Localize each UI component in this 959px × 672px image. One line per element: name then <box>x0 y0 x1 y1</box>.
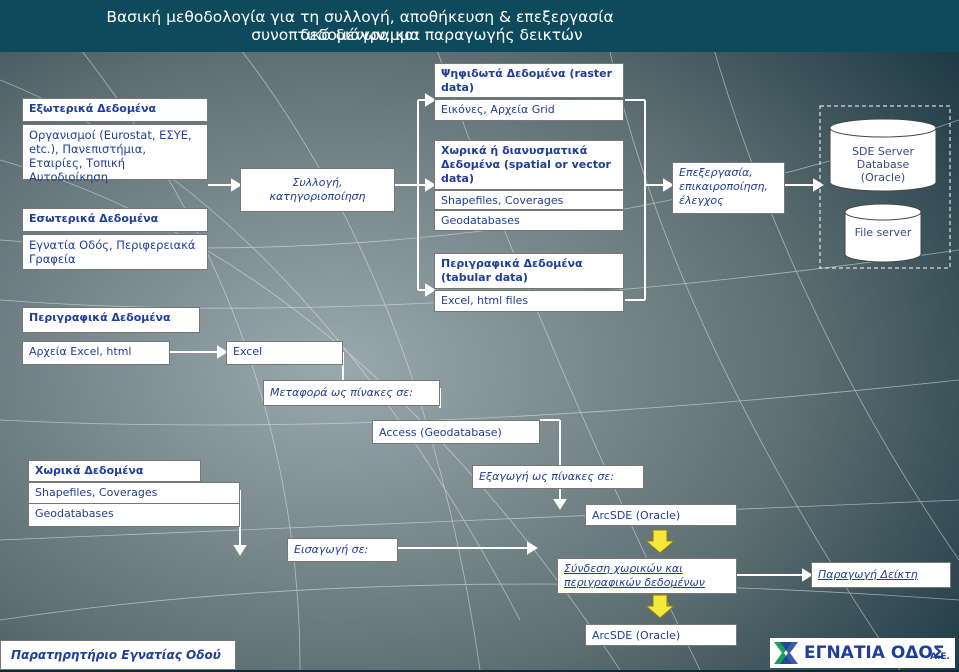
footer-observatory: Παρατηρητήριο Εγνατίας Οδού <box>0 640 236 670</box>
produce-indicator-box: Παραγωγή Δείκτη <box>811 562 951 588</box>
fileserver-label: File server <box>854 226 912 239</box>
descriptive-data-header: Περιγραφικά Δεδομένα <box>22 307 200 333</box>
external-data-body: Οργανισμοί (Eurostat, ΕΣΥΕ, etc.), Πανεπ… <box>22 124 208 184</box>
logo-text: ΕΓΝΑΤΙΑ ΟΔΟΣ <box>804 643 945 663</box>
export-box: Εξαγωγή ως πίνακες σε: <box>472 465 644 489</box>
tabular-data-body: Excel, html files <box>434 290 624 312</box>
join-box: Σύνδεση χωρικών και περιγραφικών δεδομέν… <box>557 558 737 594</box>
footer-observatory-label: Παρατηρητήριο Εγνατίας Οδού <box>11 648 221 662</box>
logo-suffix: Α.Ε. <box>930 652 950 662</box>
internal-data-body: Εγνατία Οδός, Περιφερειακά Γραφεία <box>22 234 208 270</box>
processing-box: Επεξεργασία, επικαιροποίηση, έλεγχος <box>672 162 785 214</box>
egnatia-logo: ΕΓΝΑΤΙΑ ΟΔΟΣ Α.Ε. <box>770 638 955 668</box>
internal-data-header: Εσωτερικά Δεδομένα <box>22 208 208 232</box>
spatial-data-line1: Shapefiles, Coverages <box>434 190 624 210</box>
import-box: Εισαγωγή σε: <box>287 538 398 562</box>
excel-box: Excel <box>226 341 343 365</box>
descriptive-data-body: Αρχεία Excel, html <box>22 341 170 365</box>
raster-data-header: Ψηφιδωτά Δεδομένα (raster data) <box>434 63 624 98</box>
collection-box: Συλλογή, κατηγοριοποίηση <box>240 168 395 212</box>
spatial2-line1: Shapefiles, Coverages <box>28 482 240 504</box>
sde-cylinder <box>829 118 937 192</box>
egnatia-logo-icon <box>774 642 798 664</box>
raster-data-body: Εικόνες, Αρχεία Grid <box>434 99 624 121</box>
page-title-line1: Βασική μεθοδολογία για τη συλλογή, αποθή… <box>106 8 614 44</box>
tabular-data-header: Περιγραφικά Δεδομένα (tabular data) <box>434 253 624 289</box>
external-data-header: Εξωτερικά Δεδομένα <box>22 98 208 122</box>
access-box: Access (Geodatabase) <box>372 420 540 444</box>
title-band <box>0 0 959 52</box>
transfer-box: Μεταφορά ως πίνακες σε: <box>263 380 440 406</box>
arcsde-box-1: ArcSDE (Oracle) <box>585 504 737 526</box>
spatial-data-line2: Geodatabases <box>434 210 624 231</box>
spatial2-header: Χωρικά Δεδομένα <box>28 460 201 482</box>
fileserver-cylinder <box>844 203 922 263</box>
spatial-data-header: Χωρικά ή διανυσματικά Δεδομένα (spatial … <box>434 140 624 190</box>
spatial2-line2: Geodatabases <box>28 503 240 527</box>
arcsde-box-2: ArcSDE (Oracle) <box>585 624 737 646</box>
sde-label: SDE Server Database (Oracle) <box>852 145 914 184</box>
page-title-line2: συνοπτικό διάγραμμα παραγωγής δεικτών <box>251 26 583 44</box>
